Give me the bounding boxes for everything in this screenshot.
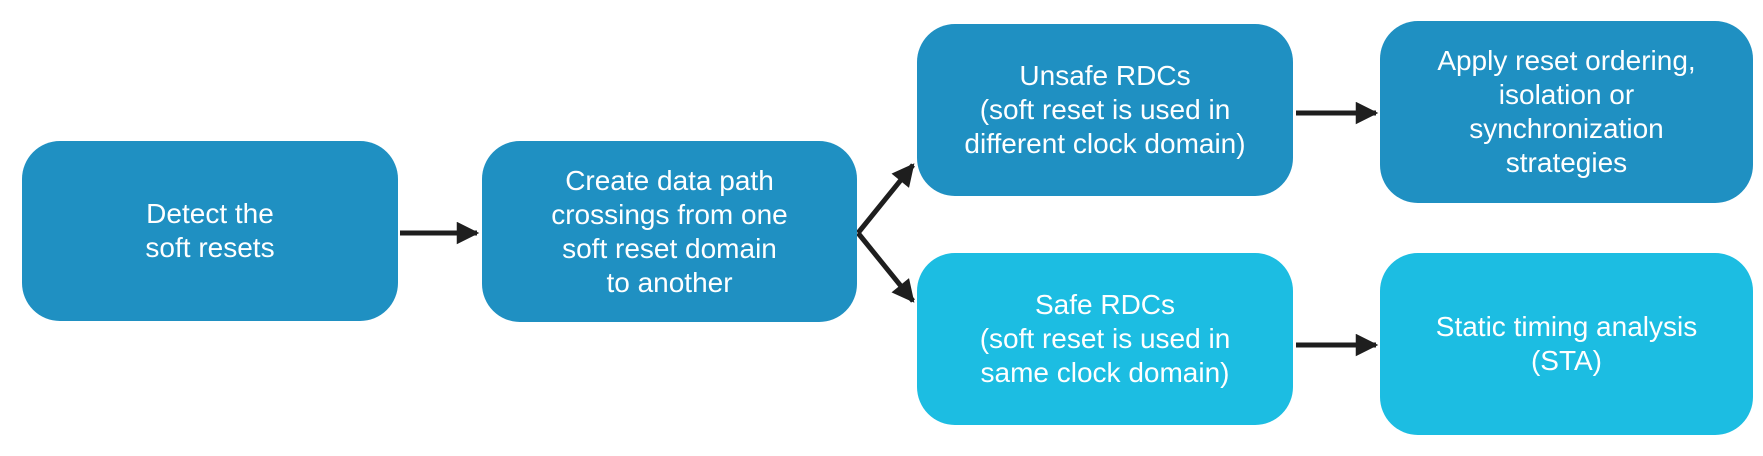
node-label: Create data path crossings from one soft… bbox=[551, 164, 788, 298]
node-static-timing-analysis: Static timing analysis (STA) bbox=[1380, 253, 1753, 435]
node-detect-soft-resets: Detect the soft resets bbox=[22, 141, 398, 321]
node-unsafe-rdcs: Unsafe RDCs (soft reset is used in diffe… bbox=[917, 24, 1293, 196]
node-label: Static timing analysis (STA) bbox=[1435, 311, 1698, 376]
node-create-data-path-crossings: Create data path crossings from one soft… bbox=[482, 141, 857, 322]
node-label: Detect the soft resets bbox=[145, 198, 275, 263]
node-label: Unsafe RDCs (soft reset is used in diffe… bbox=[964, 60, 1246, 159]
node-label: Safe RDCs (soft reset is used in same cl… bbox=[979, 289, 1231, 388]
node-label: Apply reset ordering, isolation or synch… bbox=[1437, 45, 1696, 178]
node-apply-reset-strategies: Apply reset ordering, isolation or synch… bbox=[1380, 21, 1753, 203]
node-safe-rdcs: Safe RDCs (soft reset is used in same cl… bbox=[917, 253, 1293, 425]
edge-create-to-safe bbox=[856, 231, 915, 303]
edge-create-to-unsafe bbox=[856, 163, 915, 235]
